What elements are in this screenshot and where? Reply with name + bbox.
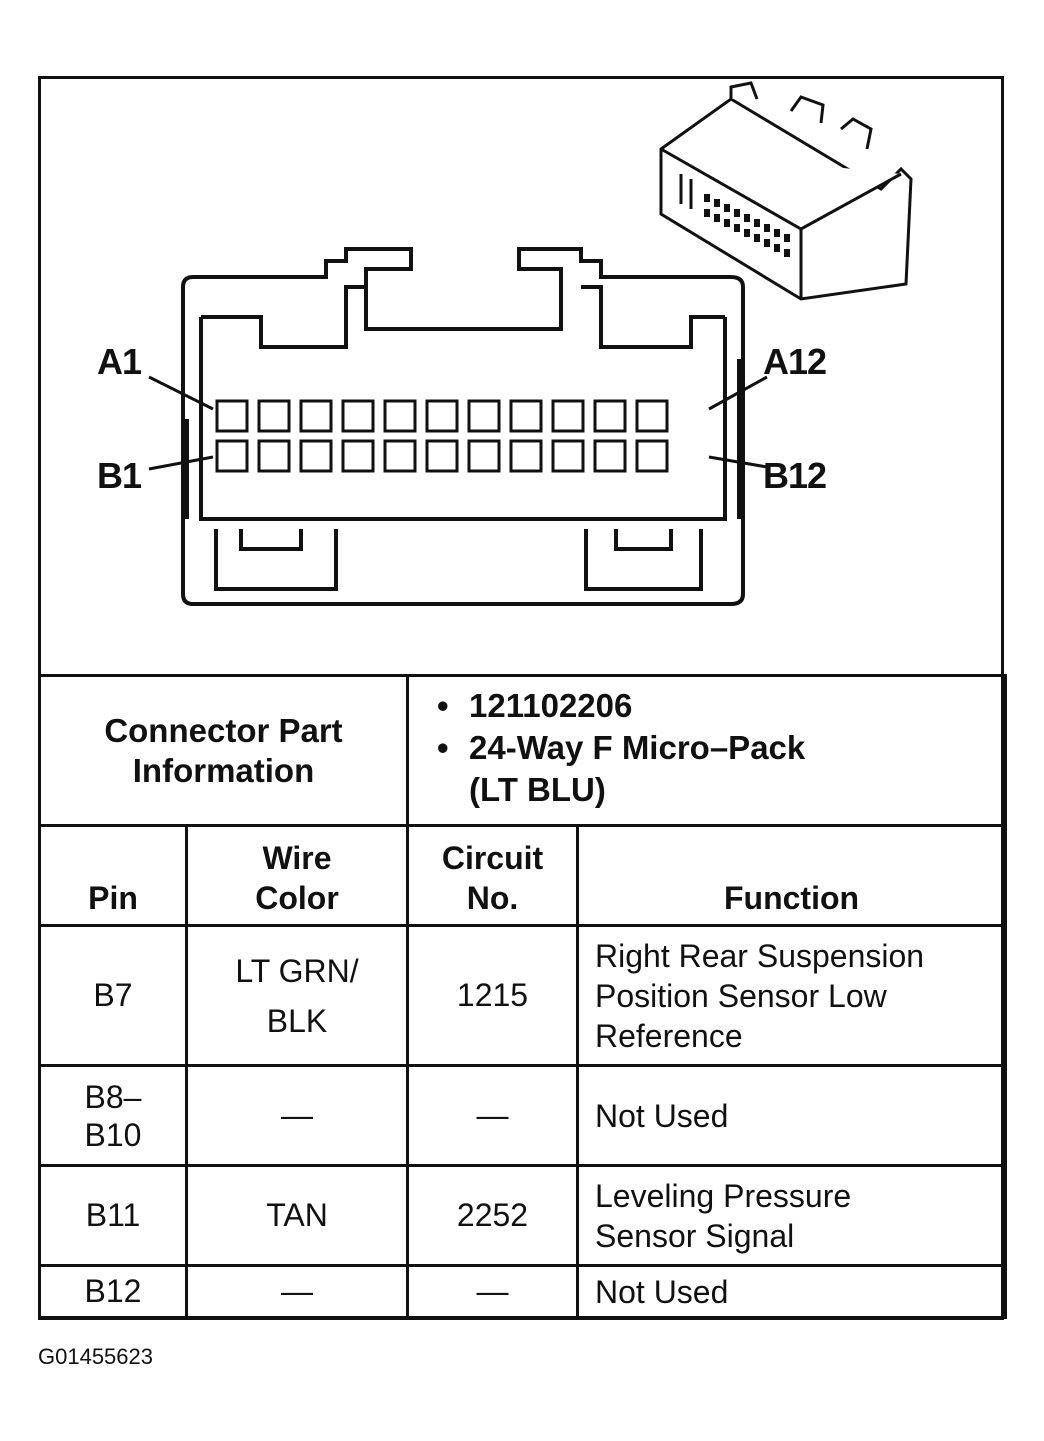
cell-wire-color: — — [185, 1064, 409, 1167]
description-item: • 24-Way F Micro–Pack — [437, 727, 1004, 769]
pin-cavity — [635, 399, 669, 433]
cell-circuit: 1215 — [406, 924, 579, 1067]
connector-info-details: • 121102206 • 24-Way F Micro–Pack (LT BLU) — [405, 674, 1008, 827]
bullet: • — [437, 729, 449, 766]
pin-cavity — [551, 399, 585, 433]
leader-b1 — [148, 455, 214, 471]
pin-cavity — [299, 399, 333, 433]
pin-cavity — [551, 439, 585, 473]
cell-circuit: 2252 — [406, 1164, 579, 1267]
pin-label-b1: B1 — [97, 455, 142, 496]
table-row: B8–B10 — — Not Used — [38, 1064, 1008, 1167]
header-pin: Pin — [38, 824, 188, 927]
connector-face — [181, 247, 745, 606]
pin-label-a12: A12 — [763, 341, 827, 382]
pin-cavity — [593, 399, 627, 433]
pin-cavity — [215, 439, 249, 473]
pin-cavity — [215, 399, 249, 433]
cell-wire-color: — — [185, 1264, 409, 1319]
pin-cavity — [341, 439, 375, 473]
figure-id-caption: G01455623 — [38, 1344, 153, 1369]
diagram-frame: A1 A12 B1 B12 — [38, 76, 1004, 1320]
connector-info-row: Connector Part Information • 121102206 • 2… — [38, 674, 1008, 827]
cell-circuit: — — [406, 1064, 579, 1167]
cell-wire-color: TAN — [185, 1164, 409, 1267]
description-line1: 24-Way F Micro–Pack — [469, 729, 806, 766]
cell-function: Not Used — [575, 1064, 1008, 1167]
cell-pin: B8–B10 — [38, 1064, 188, 1167]
header-function: Function — [575, 824, 1008, 927]
cell-pin: B7 — [38, 924, 188, 1067]
connector-3d-illustration — [659, 81, 913, 301]
pin-cavity — [509, 399, 543, 433]
cell-wire-color: LT GRN/BLK — [185, 924, 409, 1067]
pin-label-b12: B12 — [763, 455, 827, 496]
leader-lines — [148, 375, 768, 471]
part-number-item: • 121102206 — [437, 685, 1004, 727]
cell-circuit: — — [406, 1264, 579, 1319]
cell-function: Not Used — [575, 1264, 1008, 1319]
pin-cavity — [509, 439, 543, 473]
connector-info-heading-line1: Connector Part — [104, 711, 343, 749]
pin-grid — [215, 399, 669, 473]
pin-cavity — [635, 439, 669, 473]
pin-cavity — [425, 399, 459, 433]
table-row: B7 LT GRN/BLK 1215 Right Rear Suspension… — [38, 924, 1008, 1067]
connector-info-heading: Connector Part Information — [38, 674, 409, 827]
connector-diagram: A1 A12 B1 B12 — [41, 79, 1007, 679]
connector-table: Connector Part Information • 121102206 • 2… — [38, 674, 1008, 1319]
column-header-row: Pin Wire Color Circuit No. Function — [38, 824, 1008, 927]
pin-cavity — [383, 439, 417, 473]
pin-cavity — [467, 399, 501, 433]
pin-cavity — [341, 399, 375, 433]
pin-label-a1: A1 — [97, 341, 142, 382]
leader-a1 — [148, 375, 214, 411]
part-number: 121102206 — [469, 687, 633, 724]
pin-cavity — [593, 439, 627, 473]
pin-cavity — [257, 399, 291, 433]
header-circuit-no: Circuit No. — [406, 824, 579, 927]
pin-cavity — [467, 439, 501, 473]
bullet: • — [437, 687, 449, 724]
cell-pin: B12 — [38, 1264, 188, 1319]
cell-pin: B11 — [38, 1164, 188, 1267]
pin-cavity — [299, 439, 333, 473]
connector-drawing — [148, 81, 913, 606]
table-row: B12 — — Not Used — [38, 1264, 1008, 1319]
pin-cavity — [425, 439, 459, 473]
pin-cavity — [257, 439, 291, 473]
leader-b12 — [708, 455, 768, 469]
pin-cavity — [383, 399, 417, 433]
description-line2: (LT BLU) — [469, 771, 606, 808]
connector-info-heading-line2: Information — [132, 751, 315, 789]
leader-a12 — [708, 375, 768, 411]
header-wire-color: Wire Color — [185, 824, 409, 927]
